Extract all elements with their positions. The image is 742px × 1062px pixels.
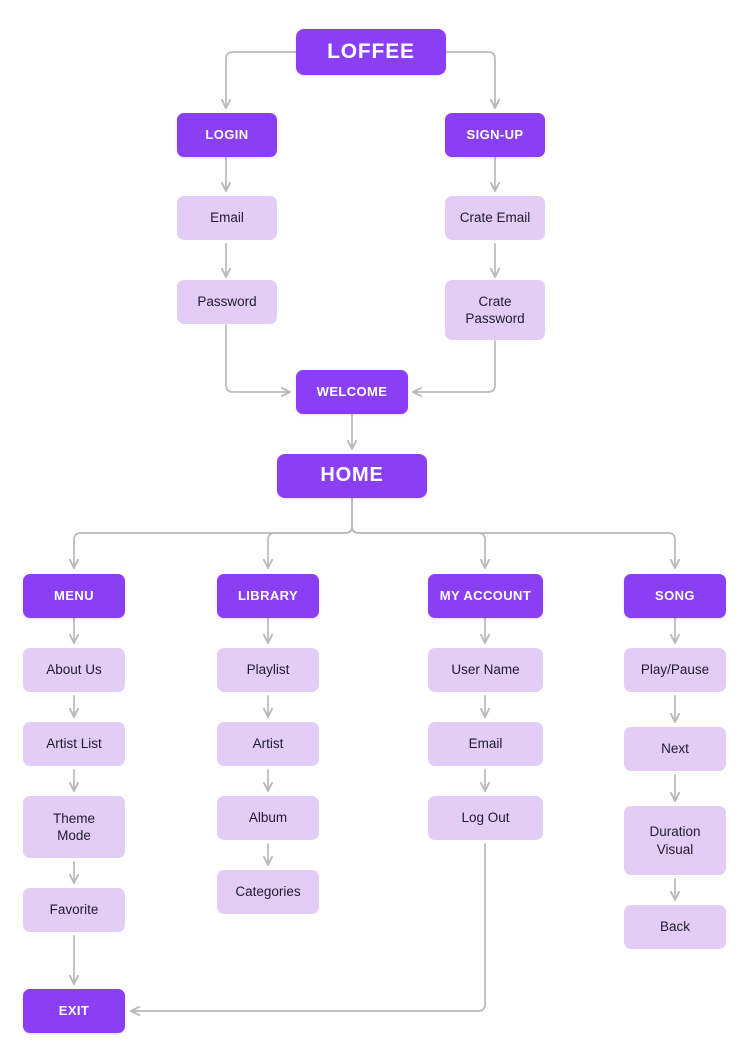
node-user-name[interactable]: User Name <box>428 648 543 692</box>
node-categories[interactable]: Categories <box>217 870 319 914</box>
node-song[interactable]: SONG <box>624 574 726 618</box>
node-library[interactable]: LIBRARY <box>217 574 319 618</box>
node-menu[interactable]: MENU <box>23 574 125 618</box>
node-playlist[interactable]: Playlist <box>217 648 319 692</box>
node-my-account[interactable]: MY ACCOUNT <box>428 574 543 618</box>
node-email[interactable]: Email <box>177 196 277 240</box>
node-account-email[interactable]: Email <box>428 722 543 766</box>
node-login[interactable]: LOGIN <box>177 113 277 157</box>
node-exit[interactable]: EXIT <box>23 989 125 1033</box>
node-crate-password[interactable]: Crate Password <box>445 280 545 340</box>
node-crate-email[interactable]: Crate Email <box>445 196 545 240</box>
node-password[interactable]: Password <box>177 280 277 324</box>
node-album[interactable]: Album <box>217 796 319 840</box>
node-artist-list[interactable]: Artist List <box>23 722 125 766</box>
node-next[interactable]: Next <box>624 727 726 771</box>
node-back[interactable]: Back <box>624 905 726 949</box>
node-sign-up[interactable]: SIGN-UP <box>445 113 545 157</box>
node-home[interactable]: HOME <box>277 454 427 498</box>
node-about-us[interactable]: About Us <box>23 648 125 692</box>
node-loffee[interactable]: LOFFEE <box>296 29 446 75</box>
node-favorite[interactable]: Favorite <box>23 888 125 932</box>
node-welcome[interactable]: WELCOME <box>296 370 408 414</box>
node-duration-visual[interactable]: Duration Visual <box>624 806 726 875</box>
node-play-pause[interactable]: Play/Pause <box>624 648 726 692</box>
node-log-out[interactable]: Log Out <box>428 796 543 840</box>
node-artist[interactable]: Artist <box>217 722 319 766</box>
node-theme-mode[interactable]: Theme Mode <box>23 796 125 858</box>
